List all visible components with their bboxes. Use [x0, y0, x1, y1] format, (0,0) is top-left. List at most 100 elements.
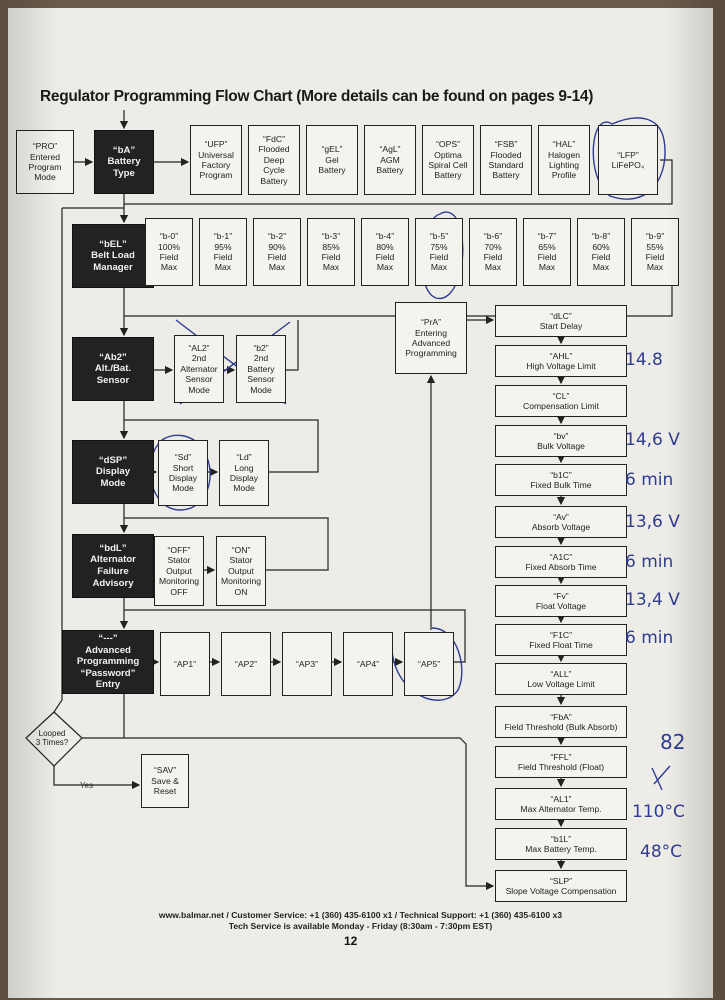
- belt-load-7: “b-7”65% Field Max: [523, 218, 571, 286]
- advanced-setting-9: “ALL”Low Voltage Limit: [495, 663, 627, 695]
- main-step-6: “---”Advanced Programming “Password” Ent…: [62, 630, 154, 694]
- note-bv: 14,6 V: [625, 430, 680, 450]
- battery-type-4-code: “OPS”: [436, 139, 460, 150]
- page-number: 12: [344, 934, 358, 948]
- advanced-setting-13-code: “b1L”: [550, 833, 572, 844]
- battery-type-2-label: Gel Battery: [318, 154, 346, 176]
- belt-load-2-label: 90% Field Max: [267, 241, 287, 273]
- advanced-setting-0: “dLC”Start Delay: [495, 305, 627, 337]
- main-step-2-code: “bEL”: [99, 238, 127, 250]
- battery-type-1: “FdC”Flooded Deep Cycle Battery: [248, 125, 300, 195]
- advanced-setting-3: “bv”Bulk Voltage: [495, 425, 627, 457]
- battery-type-3-label: AGM Battery: [376, 154, 404, 176]
- advanced-entry-box: “PrA” Entering Advanced Programming: [395, 302, 467, 374]
- note-av: 13,6 V: [625, 512, 680, 532]
- belt-load-9-code: “b-9”: [645, 231, 665, 242]
- advisory-off-code: “OFF”: [167, 544, 191, 555]
- battery-type-2-code: “gEL”: [321, 144, 343, 155]
- advanced-setting-5: “Av”Absorb Voltage: [495, 506, 627, 538]
- battery-type-2: “gEL”Gel Battery: [306, 125, 358, 195]
- advanced-setting-2: “CL”Compensation Limit: [495, 385, 627, 417]
- note-fv: 13,4 V: [625, 590, 680, 610]
- advanced-setting-10-code: “FbA”: [550, 711, 572, 722]
- advanced-setting-7-code: “Fv”: [553, 590, 569, 601]
- advanced-setting-3-code: “bv”: [553, 430, 569, 441]
- advanced-setting-4: “b1C”Fixed Bulk Time: [495, 464, 627, 496]
- battery-type-7: “LFP”LiFePO₄: [598, 125, 658, 195]
- password-3: “AP4”: [343, 632, 393, 696]
- note-a1c: 6 min: [625, 552, 674, 572]
- belt-load-0-code: “b-0”: [159, 231, 179, 242]
- note-f1c: 6 min: [625, 628, 674, 648]
- battery-type-1-code: “FdC”: [263, 133, 285, 144]
- battery-type-5-label: Flooded Standard Battery: [488, 149, 524, 181]
- save-reset-box: “SAV” Save & Reset: [141, 754, 189, 808]
- belt-load-8-code: “b-8”: [591, 231, 611, 242]
- sensor-b2: “b2”2nd Battery Sensor Mode: [236, 335, 286, 403]
- display-sd-code: “Sd”: [174, 452, 192, 463]
- battery-type-4-label: Optima Spiral Cell Battery: [428, 149, 468, 181]
- belt-load-0: “b-0”100% Field Max: [145, 218, 193, 286]
- belt-load-6-code: “b-6”: [483, 231, 503, 242]
- advanced-setting-11-label: Field Threshold (Float): [517, 762, 605, 772]
- save-code: “SAV”: [153, 765, 177, 776]
- advanced-setting-10: “FbA”Field Threshold (Bulk Absorb): [495, 706, 627, 738]
- advanced-setting-1-code: “AHL”: [549, 350, 573, 361]
- belt-load-2: “b-2”90% Field Max: [253, 218, 301, 286]
- advanced-setting-6: “A1C”Fixed Absorb Time: [495, 546, 627, 578]
- advanced-setting-13: “b1L”Max Battery Temp.: [495, 828, 627, 860]
- advanced-setting-14-code: “SLP”: [550, 875, 572, 886]
- password-1-text: “AP2”: [235, 658, 257, 669]
- advanced-setting-6-label: Fixed Absorb Time: [525, 562, 597, 572]
- display-ld-code: “Ld”: [236, 452, 252, 463]
- main-step-4-label: Display Mode: [95, 466, 131, 489]
- footer-website[interactable]: www.balmar.net: [158, 910, 225, 920]
- belt-load-4-label: 80% Field Max: [375, 241, 395, 273]
- belt-load-4-code: “b-4”: [375, 231, 395, 242]
- advanced-setting-8-code: “F1C”: [550, 629, 572, 640]
- password-3-text: “AP4”: [357, 658, 379, 669]
- battery-type-0: “UFP”Universal Factory Program: [190, 125, 242, 195]
- belt-load-0-label: 100% Field Max: [158, 241, 180, 273]
- password-1: “AP2”: [221, 632, 271, 696]
- advisory-on: “ON”Stator Output Monitoring ON: [216, 536, 266, 606]
- belt-load-5-label: 75% Field Max: [429, 241, 449, 273]
- password-2: “AP3”: [282, 632, 332, 696]
- belt-load-3-label: 85% Field Max: [321, 241, 341, 273]
- main-step-2: “bEL”Belt Load Manager: [72, 224, 154, 288]
- advanced-setting-10-label: Field Threshold (Bulk Absorb): [504, 722, 618, 732]
- belt-load-1-label: 95% Field Max: [213, 241, 233, 273]
- battery-type-6-label: Halogen Lighting Profile: [547, 149, 580, 181]
- note-al1: 110°C: [632, 802, 685, 822]
- sensor-al2-code: “AL2”: [188, 342, 210, 353]
- main-step-2-label: Belt Load Manager: [91, 250, 135, 273]
- advanced-setting-2-code: “CL”: [552, 390, 570, 401]
- advanced-setting-5-code: “Av”: [553, 511, 569, 522]
- main-step-3-code: “Ab2”: [99, 351, 127, 363]
- advanced-setting-11: “FFL”Field Threshold (Float): [495, 746, 627, 778]
- advanced-setting-4-label: Fixed Bulk Time: [530, 480, 592, 490]
- advanced-setting-12-code: “AL1”: [550, 793, 572, 804]
- main-step-5-code: “bdL”: [99, 542, 127, 554]
- main-step-6-label: Advanced Programming “Password” Entry: [76, 644, 140, 691]
- battery-type-1-label: Flooded Deep Cycle Battery: [258, 144, 290, 186]
- advanced-setting-9-code: “ALL”: [550, 668, 572, 679]
- belt-load-7-label: 65% Field Max: [537, 241, 557, 273]
- advanced-setting-14: “SLP”Slope Voltage Compensation: [495, 870, 627, 902]
- advisory-on-label: Stator Output Monitoring ON: [220, 555, 262, 597]
- advisory-on-code: “ON”: [231, 544, 251, 555]
- advanced-setting-2-label: Compensation Limit: [523, 401, 599, 411]
- main-step-1: “bA”Battery Type: [94, 130, 154, 194]
- belt-load-7-code: “b-7”: [537, 231, 557, 242]
- belt-load-3: “b-3”85% Field Max: [307, 218, 355, 286]
- advanced-entry-label: Entering Advanced Programming: [405, 327, 457, 359]
- page-title: Regulator Programming Flow Chart (More d…: [40, 88, 594, 105]
- note-ahl: 14.8: [625, 350, 663, 370]
- advanced-setting-9-label: Low Voltage Limit: [527, 679, 595, 689]
- main-step-0-code: “PRO”: [32, 141, 58, 152]
- advanced-setting-0-label: Start Delay: [539, 321, 583, 331]
- main-step-1-code: “bA”: [112, 144, 136, 156]
- main-step-0: “PRO”Entered Program Mode: [16, 130, 74, 194]
- main-step-4: “dSP”Display Mode: [72, 440, 154, 504]
